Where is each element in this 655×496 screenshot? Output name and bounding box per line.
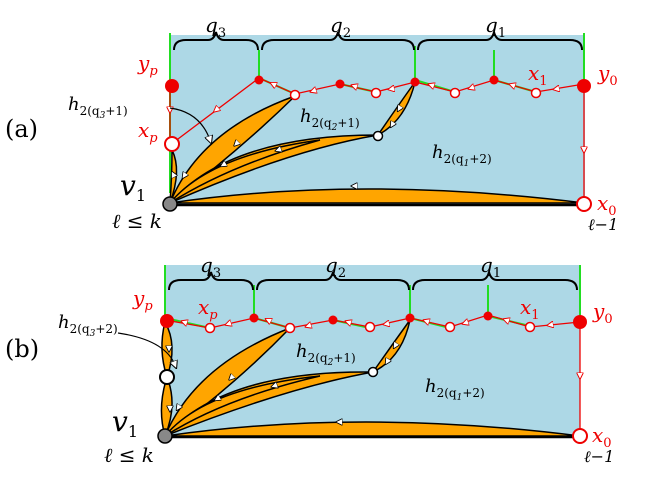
- h-right-label: h2(q1+2): [425, 376, 485, 403]
- vertex-yp: [160, 314, 174, 328]
- q2-label: q2: [325, 253, 346, 281]
- h-pointer: [169, 107, 210, 140]
- yp-label: yp: [132, 286, 153, 314]
- vertex-mid-left: [159, 369, 175, 385]
- vertex-v1: [157, 428, 173, 444]
- h-mid-label: h2(q2+1): [296, 341, 356, 368]
- leaf-bottom: [164, 421, 581, 437]
- ell-le-k-label: ℓ ≤ k: [104, 443, 154, 467]
- vertex-y0: [577, 79, 591, 93]
- y0-label: y0: [592, 299, 613, 327]
- leaf-mid-2: [164, 375, 321, 437]
- vertex-y0: [573, 315, 587, 329]
- braces: [173, 31, 583, 51]
- v1-label: v1: [120, 169, 146, 205]
- x0-label: x0: [597, 191, 617, 219]
- q2-label: q2: [330, 13, 351, 41]
- vertex-mid: [367, 366, 379, 378]
- vertex-xp: [164, 136, 180, 152]
- panel-tag: (a): [5, 115, 38, 143]
- orange-leaves: [168, 81, 585, 206]
- orange-leaves: [160, 319, 581, 439]
- h-mid-label: h2(q2+1): [300, 106, 360, 133]
- h-right-label: h2(q1+2): [432, 142, 492, 169]
- leaf-bottom: [169, 188, 585, 204]
- braces: [168, 271, 578, 291]
- ell-le-k-label: ℓ ≤ k: [112, 209, 162, 233]
- panel-tag: (b): [5, 335, 39, 363]
- yp-label: yp: [137, 51, 158, 79]
- q1-label: q1: [485, 13, 506, 41]
- xp-label: xp: [138, 118, 158, 146]
- y0-label: y0: [597, 61, 618, 89]
- vertex-mid: [372, 130, 384, 142]
- xp-label: xp: [198, 295, 218, 323]
- v1-label: v1: [112, 405, 138, 441]
- ell-minus-1-label: ℓ−1: [584, 447, 614, 466]
- leaf-mid-2: [169, 139, 321, 204]
- ell-minus-1-label: ℓ−1: [588, 215, 618, 234]
- vertex-x0: [576, 196, 592, 212]
- vertex-yp: [165, 79, 179, 93]
- vertex-x0: [572, 428, 588, 444]
- vertices: [157, 311, 588, 444]
- x1-label: x1: [528, 61, 548, 89]
- vertex-v1: [162, 196, 178, 212]
- q3-label: q3: [200, 253, 221, 281]
- h-left-label: h2(q3+2): [58, 312, 118, 339]
- x0-label: x0: [592, 423, 612, 451]
- q1-label: q1: [480, 253, 501, 281]
- h-left-label: h2(q3+1): [68, 94, 128, 121]
- q3-label: q3: [205, 13, 226, 41]
- region-background: [170, 35, 585, 206]
- h-pointer: [117, 332, 175, 365]
- x1-label: x1: [520, 295, 540, 323]
- panel-b: (b) q3 q2 q1 yp y0 x1 xp x0 h2(q3+2) h2(…: [5, 253, 614, 467]
- vertices: [162, 75, 592, 212]
- panel-a: (a) q3 q2 q1 yp y0 x1 xp x0 h2(q3+1) h2(…: [5, 13, 618, 234]
